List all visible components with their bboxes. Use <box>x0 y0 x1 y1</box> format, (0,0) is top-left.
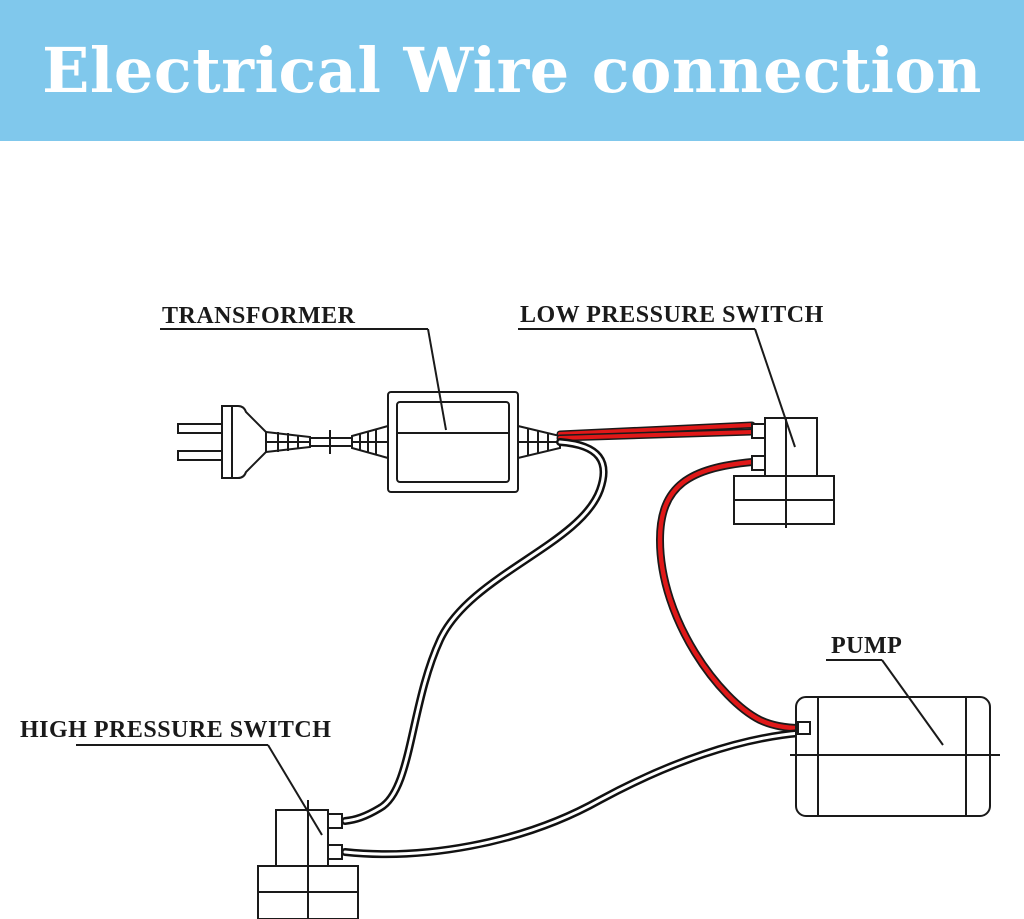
pump-icon <box>790 696 1000 817</box>
header-banner: Electrical Wire connection <box>0 0 1024 141</box>
transformer-callout: TRANSFORMER <box>160 303 447 431</box>
low-pressure-switch-callout: LOW PRESSURE SWITCH <box>518 302 824 448</box>
low-pressure-switch-icon <box>733 417 835 528</box>
pump-callout: PUMP <box>826 633 944 746</box>
red-wire-lps-to-pump <box>655 458 804 732</box>
high-pressure-switch-icon <box>257 800 359 919</box>
high-pressure-switch-callout: HIGH PRESSURE SWITCH <box>20 717 331 836</box>
low-pressure-switch-label: LOW PRESSURE SWITCH <box>520 302 824 328</box>
high-pressure-switch-label: HIGH PRESSURE SWITCH <box>20 717 331 743</box>
plug-icon <box>177 405 311 479</box>
red-wire-transformer-to-lps <box>556 421 756 442</box>
pump-label: PUMP <box>831 633 902 659</box>
page-title: Electrical Wire connection <box>42 34 982 107</box>
transformer-label: TRANSFORMER <box>162 303 356 329</box>
transformer-output-grommet <box>517 424 561 460</box>
black-wire-transformer-to-hps <box>341 438 608 825</box>
transformer-input-grommet <box>351 424 389 460</box>
power-cable <box>310 430 352 454</box>
black-wire-hps-to-pump <box>341 729 804 859</box>
transformer-box <box>387 391 519 493</box>
